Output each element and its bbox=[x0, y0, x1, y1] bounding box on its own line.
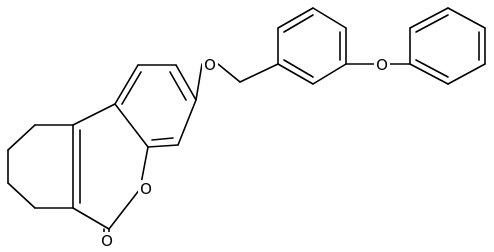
bond bbox=[151, 137, 174, 141]
bond bbox=[283, 59, 314, 78]
ring-oxygen-label: O bbox=[140, 180, 152, 198]
atom-labels: O O O O bbox=[99, 56, 390, 250]
bond bbox=[415, 14, 449, 33]
bond bbox=[169, 71, 187, 101]
bond bbox=[7, 182, 36, 209]
benzyl-ether-oxygen-label: O bbox=[204, 56, 216, 74]
bond bbox=[312, 7, 347, 29]
bond bbox=[409, 7, 449, 29]
bond bbox=[447, 7, 486, 29]
bond bbox=[108, 188, 141, 230]
bond bbox=[72, 103, 116, 126]
carbonyl-oxygen-label: O bbox=[101, 232, 113, 250]
bond bbox=[277, 7, 314, 29]
bond bbox=[447, 63, 486, 85]
central-phenyl-ring bbox=[277, 7, 347, 85]
bond bbox=[175, 64, 197, 101]
lactone-ring bbox=[72, 103, 149, 247]
bond bbox=[121, 71, 142, 105]
bond bbox=[114, 103, 149, 148]
bond bbox=[415, 59, 449, 78]
benzyl-ether-linker bbox=[195, 63, 279, 101]
bond bbox=[7, 124, 36, 151]
bond bbox=[312, 63, 347, 85]
bond bbox=[177, 99, 197, 146]
cyclohexene-ring bbox=[7, 124, 74, 209]
bond bbox=[409, 63, 449, 85]
bond bbox=[195, 63, 203, 101]
bond bbox=[147, 144, 179, 148]
bond bbox=[277, 63, 314, 85]
bond bbox=[283, 14, 314, 33]
terminal-phenyl-ring bbox=[409, 7, 486, 85]
fused-benzene-ring bbox=[114, 64, 197, 148]
bond bbox=[72, 207, 110, 230]
bond bbox=[217, 63, 241, 83]
phenoxy-oxygen-label: O bbox=[376, 56, 388, 74]
bond bbox=[114, 64, 139, 105]
bond bbox=[239, 63, 279, 83]
